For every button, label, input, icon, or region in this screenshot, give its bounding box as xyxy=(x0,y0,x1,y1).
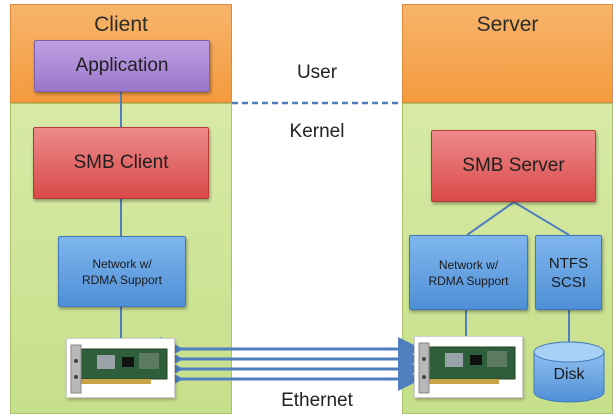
client-network-line-2: RDMA Support xyxy=(81,272,163,287)
smb-server-box: SMB Server xyxy=(431,130,596,202)
ethernet-label: Ethernet xyxy=(281,390,353,411)
disk-label: Disk xyxy=(553,366,585,383)
ntfs-line: NTFS xyxy=(548,254,589,272)
client-nic-card xyxy=(66,338,175,398)
server-user-zone xyxy=(402,4,613,103)
ntfs-scsi-box: NTFS SCSI xyxy=(535,235,602,310)
client-title: Client xyxy=(94,13,148,36)
kernel-label: Kernel xyxy=(289,121,345,142)
server-title: Server xyxy=(476,13,539,36)
client-network-line-1: Network w/ xyxy=(92,256,152,271)
client-network-box: Network w/ RDMA Support xyxy=(58,236,186,307)
scsi-line: SCSI xyxy=(550,273,586,291)
server-network-box: Network w/ RDMA Support xyxy=(409,235,528,310)
server-smb-ntfs-link xyxy=(513,201,570,236)
server-nic-image xyxy=(418,342,516,394)
client-nic-image xyxy=(70,344,168,394)
server-network-line-1: Network w/ xyxy=(438,257,499,272)
user-label: User xyxy=(296,62,338,83)
server-network-line-2: RDMA Support xyxy=(428,273,509,288)
application-box: Application xyxy=(34,40,210,92)
server-smb-net-link xyxy=(466,201,515,236)
smb-client-box: SMB Client xyxy=(33,127,209,199)
server-nic-card xyxy=(414,336,523,398)
